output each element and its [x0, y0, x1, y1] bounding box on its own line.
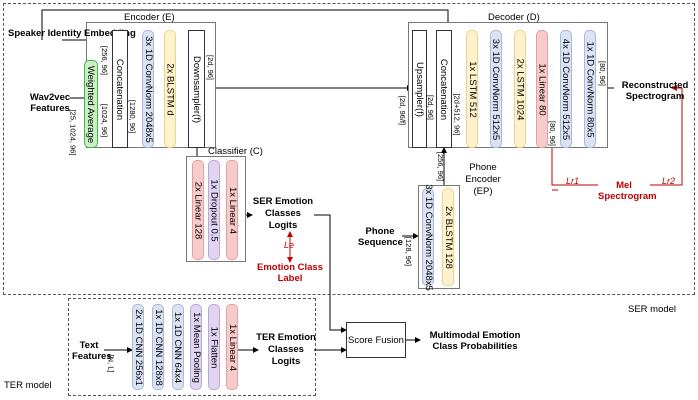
encoder-conv-block: 3x 1D ConvNorm 2048x5 [142, 30, 154, 148]
classifier-linear2-block: 1x Linear 4 [226, 160, 238, 260]
ter-pool-block: 1x Mean Pooling [190, 304, 202, 390]
dim-wav2vec: [25, 1024, 96] [68, 109, 78, 155]
ter-cnn2-block: 1x 1D CNN 128x8 [152, 304, 164, 390]
dim-downsampler: [2d, 96] [206, 54, 216, 80]
decoder-lstm2-text: 2x LSTM 1024 [514, 58, 526, 120]
downsampler-text: Downsampler(f) [191, 55, 203, 123]
dim-decoder-concat: [2d+512, 96] [452, 93, 462, 135]
speaker-input-text: Speaker Identity Embedding [8, 28, 136, 39]
dim-text-in: [N, L] [106, 354, 116, 372]
emotion-class-label: Emotion Class Label [257, 262, 323, 284]
encoder-blstm-text: 2x BLSTM d [164, 62, 176, 116]
dim-phone-encoder: [256, 96] [436, 151, 446, 181]
decoder-lstm1-text: 1x LSTM 512 [466, 60, 478, 118]
dim-phone-in: [128, 96] [404, 236, 414, 266]
text-features-label: Text Features [72, 340, 112, 362]
dim-concat-in: [1280, 96] [128, 99, 138, 133]
decoder-linear-text: 1x Linear 80 [536, 62, 548, 116]
score-fusion-block: Score Fusion [346, 322, 406, 358]
decoder-linear-block: 1x Linear 80 [536, 30, 548, 148]
dim-decoder-out: [80, 96] [598, 60, 608, 86]
score-fusion-text: Score Fusion [348, 334, 404, 346]
downsampler-block: Downsampler(f) [188, 30, 205, 148]
weighted-average-text: Weighted Average [85, 65, 97, 143]
decoder-lstm2-block: 2x LSTM 1024 [514, 30, 526, 148]
classifier-title: Classifier (C) [208, 146, 263, 157]
encoder-conv-text: 3x 1D ConvNorm 2048x5 [142, 35, 154, 143]
ter-model-region [68, 298, 316, 396]
weighted-average-block: Weighted Average [84, 60, 98, 148]
reconstructed-spectrogram-label: Reconstructed Spectrogram [621, 80, 689, 102]
phone-encoder-title: Phone Encoder (EP) [465, 162, 501, 197]
upsampler-text: Upsampler(f) [414, 61, 425, 117]
wav2vec-input-text: Wav2vec Features [29, 92, 71, 114]
ter-cnn3-block: 1x 1D CNN 64x4 [172, 304, 184, 390]
ter-logits-label: TER Emotion Classes Logits [256, 332, 316, 367]
encoder-concatenation-text: Concatenation [114, 58, 126, 120]
phone-sequence-label: Phone Sequence [358, 226, 403, 248]
ter-linear-block: 1x Linear 4 [226, 304, 238, 390]
encoder-blstm-block: 2x BLSTM d [164, 30, 176, 148]
ter-model-label: TER model [4, 380, 52, 391]
classifier-linear1-block: 2x Linear 128 [192, 160, 204, 260]
loss-r2-label: Lr2 [662, 176, 676, 186]
decoder-conv3-block: 1x 1D ConvNorm 80x5 [584, 30, 596, 148]
decoder-title: Decoder (D) [488, 12, 540, 23]
dim-concat-out: [256, 96] [100, 45, 110, 75]
encoder-concatenation-block: Concatenation [112, 30, 128, 148]
speaker-input-label: Speaker Identity Embedding [8, 28, 136, 39]
phone-encoder-blstm-block: 2x BLSTM 128 [442, 188, 454, 286]
mel-spectrogram-label: Mel Spectrogram [598, 180, 657, 202]
dim-downsampler-out: [2d, 96/f] [398, 95, 408, 125]
dim-upsampler: [2d, 96] [426, 94, 436, 120]
decoder-conv2-block: 4x 1D ConvNorm 512x5 [560, 30, 572, 148]
ser-logits-label: SER Emotion Classes Logits [252, 196, 314, 231]
decoder-conv-text: 3x 1D ConvNorm 512x5 [490, 38, 502, 140]
phone-encoder-conv-block: 3x 1D ConvNorm 2048x5 [422, 183, 434, 291]
ter-flatten-block: 1x Flatten [208, 304, 220, 390]
ser-model-region [3, 3, 695, 295]
decoder-conv-block: 3x 1D ConvNorm 512x5 [490, 30, 502, 148]
wav2vec-input-label: Wav2vec Features [28, 92, 72, 114]
encoder-title: Encoder (E) [124, 12, 175, 23]
multimodal-output-label: Multimodal Emotion Class Probabilities [429, 330, 521, 352]
decoder-concatenation-text: Concatenation [438, 58, 450, 120]
dim-weighted: [1024, 96] [100, 103, 110, 137]
upsampler-block: Upsampler(f) [412, 30, 427, 148]
decoder-conv2-text: 4x 1D ConvNorm 512x5 [560, 38, 572, 140]
ser-model-label: SER model [628, 304, 677, 315]
decoder-lstm1-block: 1x LSTM 512 [466, 30, 478, 148]
classifier-dropout-block: 1x Dropout 0.5 [208, 160, 220, 260]
dim-decoder-linear: [80, 96] [548, 120, 558, 146]
emotion-loss-label: Le [284, 240, 295, 250]
decoder-concatenation-block: Concatenation [436, 30, 452, 148]
loss-r1-label: Lr1 [566, 176, 580, 186]
decoder-conv3-text: 1x 1D ConvNorm 80x5 [584, 40, 596, 138]
ter-cnn1-block: 2x 1D CNN 256x1 [132, 304, 144, 390]
